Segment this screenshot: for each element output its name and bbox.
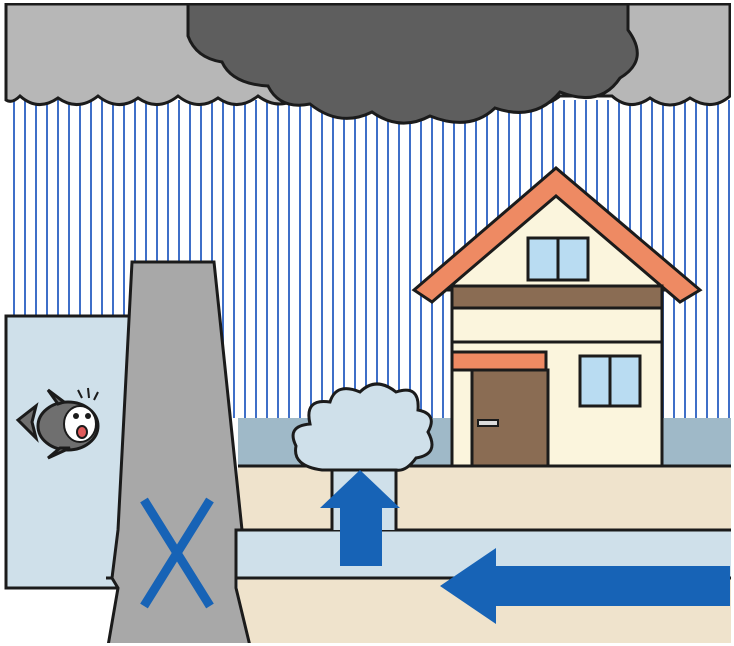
door bbox=[472, 370, 548, 466]
door-handle bbox=[478, 420, 498, 426]
